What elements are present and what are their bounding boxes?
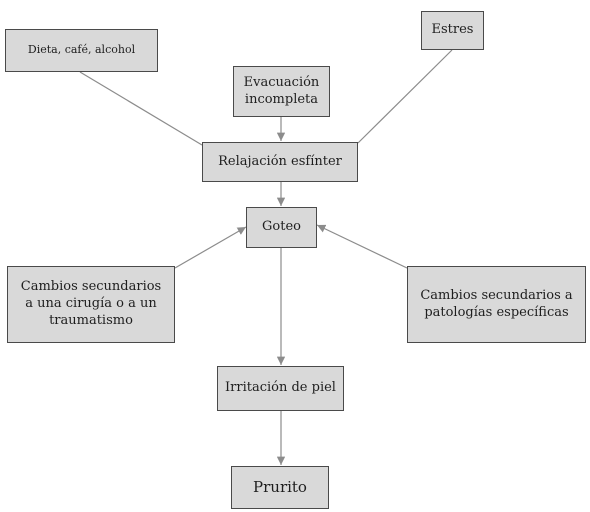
node-sphincter-relaxation: Relajación esfínter: [202, 142, 358, 182]
edge-surgery-to-dripping: [174, 226, 247, 269]
node-diet-label: Dieta, café, alcohol: [27, 43, 136, 57]
node-stress-label: Estres: [431, 22, 474, 38]
node-skin-irritation-label: Irritación de piel: [225, 380, 336, 396]
node-pruritus: Prurito: [231, 466, 329, 509]
node-surgery-trauma-label: Cambios secundarios a una cirugía o a un…: [20, 279, 162, 328]
edge-pathologies-to-dripping: [316, 224, 408, 269]
node-sphincter-relaxation-label: Relajación esfínter: [218, 153, 342, 169]
node-dripping-label: Goteo: [262, 219, 301, 235]
node-specific-pathologies-label: Cambios secundarios a patologías específ…: [420, 287, 573, 320]
node-diet: Dieta, café, alcohol: [5, 29, 158, 72]
node-stress: Estres: [421, 11, 484, 50]
node-dripping: Goteo: [246, 207, 317, 248]
edge-diet-to-sphincter: [79, 71, 203, 146]
node-skin-irritation: Irritación de piel: [217, 366, 344, 411]
edge-stress-to-sphincter: [357, 49, 453, 144]
node-pruritus-label: Prurito: [253, 477, 307, 496]
node-incomplete-evacuation-label: Evacuación incompleta: [243, 74, 320, 107]
node-specific-pathologies: Cambios secundarios a patologías específ…: [407, 266, 586, 343]
node-incomplete-evacuation: Evacuación incompleta: [233, 66, 330, 117]
node-surgery-trauma: Cambios secundarios a una cirugía o a un…: [7, 266, 175, 343]
